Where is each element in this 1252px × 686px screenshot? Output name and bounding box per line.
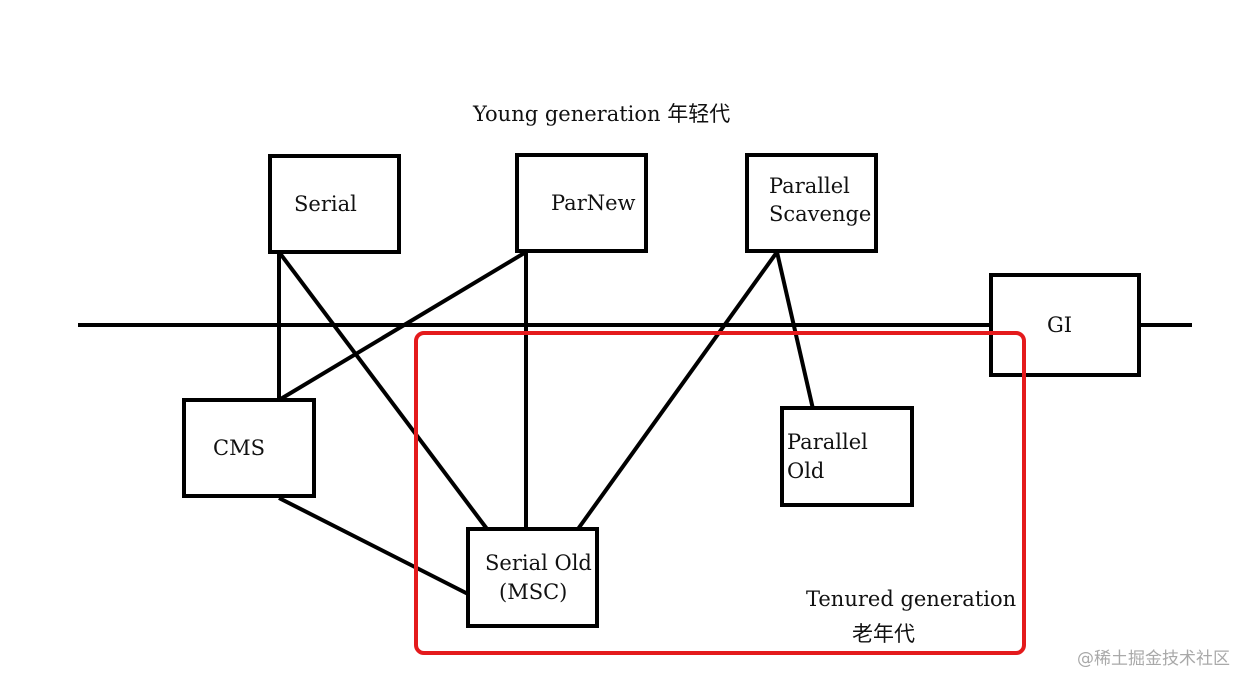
link-parallel-scavenge-serial-old xyxy=(576,250,779,531)
tenured-generation-label: Tenured generation xyxy=(806,587,1017,611)
serial-old-label: Serial Old (MSC) xyxy=(485,549,592,606)
parnew-collector-label: ParNew xyxy=(551,190,636,215)
parallel-old-collector-label: Parallel Old xyxy=(787,430,868,483)
parallel-old-collector-box: Parallel Old xyxy=(780,406,914,507)
cms-collector-label: CMS xyxy=(213,435,265,460)
serial-collector-label: Serial xyxy=(294,191,357,216)
parnew-collector-box: ParNew xyxy=(515,153,648,253)
g1-collector-box: GI xyxy=(989,273,1141,377)
cms-collector-box: CMS xyxy=(182,398,316,498)
link-cms-serial-old xyxy=(278,496,469,596)
serial-old-collector-box: Serial Old (MSC) xyxy=(466,527,599,628)
watermark-text: @稀土掘金技术社区 xyxy=(1077,649,1230,669)
serial-old-label-line1: Serial Old xyxy=(485,551,592,576)
g1-collector-label: GI xyxy=(1047,312,1073,337)
parallel-scavenge-collector-box: Parallel Scavenge xyxy=(745,153,878,253)
young-generation-label: Young generation 年轻代 xyxy=(473,102,731,126)
parallel-scavenge-label: Parallel Scavenge xyxy=(769,172,871,229)
link-parallel-scavenge-parallel-old xyxy=(775,251,815,410)
link-serial-serial-old xyxy=(277,250,489,531)
serial-old-label-line2: (MSC) xyxy=(499,579,568,604)
tenured-generation-highlight-frame xyxy=(414,331,1026,655)
parallel-scavenge-label-line2: Scavenge xyxy=(769,202,872,226)
serial-collector-box: Serial xyxy=(268,154,401,254)
link-parnew-cms xyxy=(277,250,528,402)
tenured-generation-label-cn: 老年代 xyxy=(852,622,915,646)
parallel-scavenge-label-line1: Parallel xyxy=(769,173,850,198)
